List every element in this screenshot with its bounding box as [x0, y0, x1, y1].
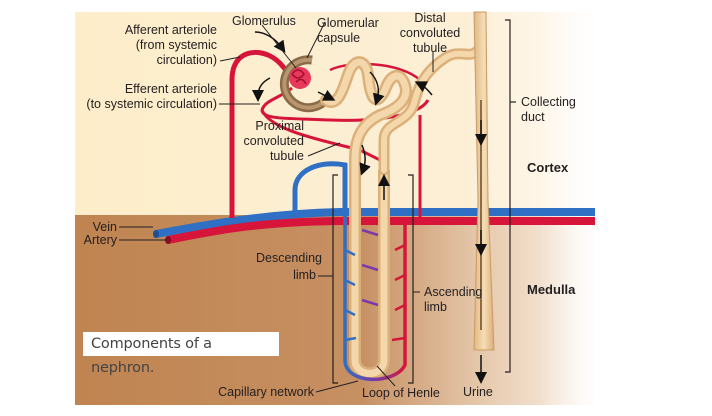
flow-arrows [252, 31, 487, 384]
distal-convoluted-tubule [378, 44, 484, 176]
label-collecting-duct: Collecting duct [521, 95, 576, 124]
label-capillary-network: Capillary network [218, 385, 315, 399]
proximal-convoluted-tubule [320, 56, 412, 306]
ascending-limb-line1: Ascending [424, 285, 482, 299]
label-artery: Artery [84, 233, 118, 247]
glomerulus [289, 67, 311, 89]
arcuate-artery [165, 217, 595, 244]
afferent-arteriole-line3: circulation) [157, 53, 217, 67]
label-medulla: Medulla [527, 282, 576, 297]
medulla-region [75, 215, 595, 405]
collecting-duct-line2: duct [521, 110, 545, 124]
dct-line2: convoluted [400, 26, 461, 40]
glomerular-capsule-line2: capsule [317, 31, 360, 45]
afferent-arteriole-line1: Afferent arteriole [125, 23, 217, 37]
label-glomerular-capsule: Glomerular capsule [317, 16, 379, 45]
descending-limb-line2: limb [293, 268, 316, 282]
figure-caption: Components of a nephron. [83, 332, 279, 376]
ascending-limb-bracket [408, 174, 414, 384]
pct-line3: tubule [270, 149, 304, 163]
dct-line3: tubule [413, 41, 447, 55]
capillary-network [343, 215, 407, 382]
label-loop-of-henle: Loop of Henle [362, 386, 440, 400]
dct-line1: Distal [414, 11, 445, 25]
label-ascending-limb: Ascending limb [424, 285, 482, 314]
descending-limb-line1: Descending [256, 251, 322, 265]
efferent-arteriole-line1: Efferent arteriole [125, 82, 217, 96]
glomerular-capsule [279, 55, 330, 113]
label-vein: Vein [93, 220, 117, 234]
label-proximal-convoluted-tubule: Proximal convoluted tubule [244, 119, 305, 163]
loop-of-henle [349, 170, 390, 380]
leader-lines [119, 21, 434, 393]
pct-line1: Proximal [255, 119, 304, 133]
label-glomerulus: Glomerulus [232, 14, 296, 28]
pct-line2: convoluted [244, 134, 305, 148]
afferent-arteriole-line2: (from systemic [136, 38, 217, 52]
descending-limb-bracket [332, 174, 338, 384]
label-efferent-arteriole: Efferent arteriole (to systemic circulat… [86, 82, 217, 111]
glomerular-capsule-line1: Glomerular [317, 16, 379, 30]
label-afferent-arteriole: Afferent arteriole (from systemic circul… [125, 23, 217, 67]
label-cortex: Cortex [527, 160, 569, 175]
label-descending-limb: Descending limb [256, 251, 322, 282]
interlobular-vein [292, 161, 348, 215]
efferent-arteriole-line2: (to systemic circulation) [86, 97, 217, 111]
cortex-region [75, 12, 595, 215]
collecting-duct-line1: Collecting [521, 95, 576, 109]
arcuate-vein [153, 208, 595, 238]
label-urine: Urine [463, 385, 493, 399]
label-distal-convoluted-tubule: Distal convoluted tubule [400, 11, 461, 55]
ascending-limb-line2: limb [424, 300, 447, 314]
collecting-duct-bracket [505, 19, 516, 373]
